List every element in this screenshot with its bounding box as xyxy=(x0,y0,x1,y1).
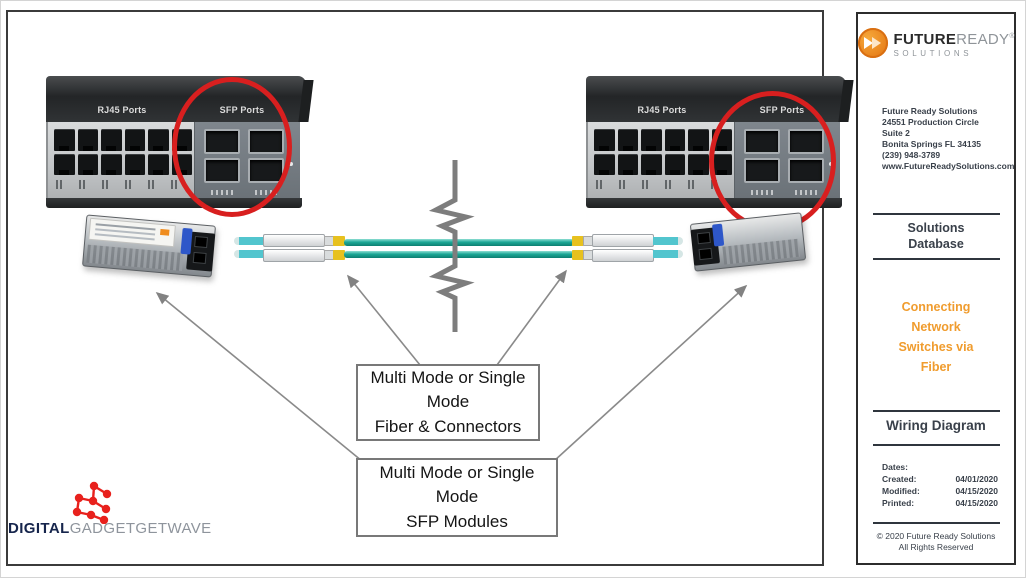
rj45-port xyxy=(594,153,615,175)
date-label: Printed: xyxy=(882,498,915,508)
rj45-port xyxy=(594,129,615,151)
switch-base xyxy=(46,198,302,208)
sfp-module-latch xyxy=(711,223,725,247)
rj45-port xyxy=(101,153,122,175)
rj45-port xyxy=(664,153,685,175)
rj45-port xyxy=(54,129,75,151)
sfp-ports-highlight-circle-right xyxy=(709,91,836,231)
rj45-port xyxy=(688,153,709,175)
rj45-port xyxy=(148,129,169,151)
date-value: 04/15/2020 xyxy=(955,498,998,508)
date-value: 04/01/2020 xyxy=(955,474,998,484)
cable-boot-left-bottom xyxy=(333,250,345,260)
dates-heading: Dates: xyxy=(882,462,908,472)
cable-boot-left-top xyxy=(333,236,345,246)
watermark-light: GADGETGETWAVE xyxy=(69,520,212,537)
watermark-bold: DIGITAL xyxy=(8,520,70,537)
diagram-topic: Connecting Network Switches via Fiber xyxy=(898,300,974,374)
date-label: Modified: xyxy=(882,486,920,496)
lc-ferrule-left-top xyxy=(234,237,264,245)
rj45-ports-label: RJ45 Ports xyxy=(637,105,687,115)
lc-ferrule-right-bottom xyxy=(653,250,683,258)
address-line: Suite 2 xyxy=(882,128,910,138)
fiber-cable-strand-top xyxy=(344,239,574,246)
date-label: Created: xyxy=(882,474,917,484)
divider xyxy=(873,258,1000,260)
lc-ferrule-right-top xyxy=(653,237,683,245)
rj45-port xyxy=(77,129,98,151)
document-type: Wiring Diagram xyxy=(886,418,986,433)
lc-connector-right-top xyxy=(592,234,654,247)
company-logo: FUTUREREADY® SOLUTIONS xyxy=(857,28,1015,58)
rj45-port xyxy=(641,129,662,151)
company-address: Future Ready Solutions 24551 Production … xyxy=(882,106,1014,172)
rj45-port xyxy=(641,153,662,175)
divider xyxy=(873,444,1000,446)
rj45-port xyxy=(124,153,145,175)
address-line: Bonita Springs FL 34135 xyxy=(882,139,982,149)
date-row: Created: 04/01/2020 xyxy=(882,473,998,485)
address-line: (239) 948-3789 xyxy=(882,150,941,160)
rj45-port xyxy=(77,153,98,175)
cable-boot-right-top xyxy=(572,236,584,246)
lc-connector-left-top xyxy=(263,234,325,247)
sfp-ports-highlight-circle-left xyxy=(172,77,292,217)
led-indicators xyxy=(56,180,192,189)
address-line: 24551 Production Circle xyxy=(882,117,979,127)
divider xyxy=(873,522,1000,524)
brand-bold: FUTURE xyxy=(893,30,957,48)
lc-connector-left-bottom xyxy=(263,249,325,262)
watermark-text: DIGITALGADGETGETWAVE xyxy=(8,520,212,537)
cable-boot-right-bottom xyxy=(572,250,584,260)
date-row: Modified: 04/15/2020 xyxy=(882,485,998,497)
lc-connector-right-bottom xyxy=(592,249,654,262)
divider xyxy=(873,410,1000,412)
fiber-cable-strand-bottom xyxy=(344,251,574,258)
rj45-port xyxy=(101,129,122,151)
rj45-port xyxy=(688,129,709,151)
molecule-icon xyxy=(72,481,112,524)
lc-ferrule-left-bottom xyxy=(234,250,264,258)
address-line: www.FutureReadySolutions.com xyxy=(882,161,1015,171)
rj45-port xyxy=(664,129,685,151)
date-row: Printed: 04/15/2020 xyxy=(882,497,998,509)
sfp-modules-callout: Multi Mode or Single Mode SFP Modules xyxy=(356,458,558,537)
title-block-sidebar: FUTUREREADY® SOLUTIONS Future Ready Solu… xyxy=(856,12,1016,565)
date-value: 04/15/2020 xyxy=(955,486,998,496)
futureready-logo-icon xyxy=(857,28,888,58)
registered-mark: ® xyxy=(1009,32,1015,40)
rj45-port xyxy=(54,153,75,175)
logo-wordmark: FUTUREREADY® SOLUTIONS xyxy=(894,29,1015,58)
reset-button-marker xyxy=(289,162,293,166)
rj45-port xyxy=(617,129,638,151)
divider xyxy=(873,213,1000,215)
brand-light: READY xyxy=(956,30,1010,48)
brand-sub: SOLUTIONS xyxy=(893,48,973,58)
rj45-port xyxy=(124,129,145,151)
rj45-port xyxy=(617,153,638,175)
rj45-ports-label: RJ45 Ports xyxy=(97,105,147,115)
section-title: Solutions Database xyxy=(907,221,965,251)
led-indicators xyxy=(596,180,732,189)
rj45-port xyxy=(148,153,169,175)
address-line: Future Ready Solutions xyxy=(882,106,978,116)
switch-base xyxy=(586,198,842,208)
copyright: © 2020 Future Ready Solutions All Rights… xyxy=(876,531,996,552)
fiber-connectors-callout: Multi Mode or Single Mode Fiber & Connec… xyxy=(356,364,540,441)
dates-block: Dates: Created: 04/01/2020 Modified: 04/… xyxy=(882,461,998,509)
